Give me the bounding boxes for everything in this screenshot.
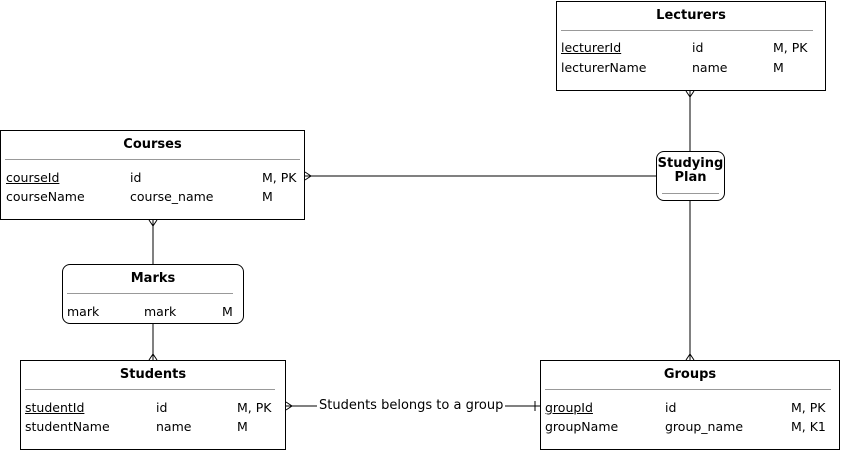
relationship-divider — [662, 193, 719, 194]
attribute-name: studentName — [25, 419, 110, 434]
entity-title: Groups — [663, 367, 717, 382]
attribute-flags: M — [237, 419, 248, 434]
column-name: course_name — [130, 189, 214, 204]
crowfoot-students-top — [148, 353, 158, 361]
attribute-flags: M — [262, 189, 273, 204]
attribute-name: lecturerName — [561, 60, 647, 75]
entity-title: Lecturers — [656, 8, 726, 23]
crowfoot-groups-top — [685, 353, 695, 361]
attribute-flags: M, PK — [773, 40, 808, 55]
column-name: name — [692, 60, 728, 75]
attribute-flags: M, K1 — [791, 419, 826, 434]
attribute-name: courseName — [6, 189, 85, 204]
entity-students[interactable]: Students studentId id M, PK studentName … — [20, 360, 286, 450]
column-name: id — [156, 400, 168, 415]
attribute-row: mark mark M — [63, 304, 243, 320]
entity-groups[interactable]: Groups groupId id M, PK groupName group_… — [540, 360, 840, 450]
entity-title: Courses — [123, 137, 182, 152]
attribute-name: groupId — [545, 400, 593, 415]
attribute-row: groupId id M, PK — [541, 400, 839, 416]
entity-divider — [5, 159, 300, 160]
attribute-flags: M, PK — [237, 400, 272, 415]
entity-divider — [561, 30, 813, 31]
attribute-row: lecturerName name M — [557, 60, 825, 76]
crowfoot-courses-bottom — [148, 219, 158, 227]
entity-divider — [67, 293, 233, 294]
attribute-name: courseId — [6, 170, 60, 185]
attribute-name: mark — [67, 304, 100, 319]
column-name: id — [665, 400, 677, 415]
attribute-row: groupName group_name M, K1 — [541, 419, 839, 435]
relationship-title-line2: Plan — [674, 170, 707, 185]
relationship-label-students-groups: Students belongs to a group — [317, 398, 506, 414]
attribute-name: groupName — [545, 419, 619, 434]
attribute-row: courseName course_name M — [1, 189, 304, 205]
entity-marks[interactable]: Marks mark mark M — [62, 264, 244, 324]
attribute-row: studentName name M — [21, 419, 285, 435]
entity-title: Marks — [130, 271, 176, 286]
attribute-flags: M, PK — [262, 170, 297, 185]
crowfoot-students-right — [285, 401, 293, 411]
entity-divider — [25, 389, 275, 390]
attribute-name: studentId — [25, 400, 85, 415]
attribute-flags: M — [773, 60, 784, 75]
entity-title: Students — [119, 367, 187, 382]
column-name: id — [130, 170, 142, 185]
relationship-studying-plan[interactable]: Studying Plan — [656, 151, 725, 201]
attribute-name: lecturerId — [561, 40, 622, 55]
attribute-row: courseId id M, PK — [1, 170, 304, 186]
column-name: group_name — [665, 419, 744, 434]
crowfoot-courses-right — [304, 171, 312, 181]
relationship-title-line1: Studying — [657, 156, 724, 171]
column-name: name — [156, 419, 192, 434]
attribute-flags: M — [222, 304, 233, 319]
attribute-flags: M, PK — [791, 400, 826, 415]
entity-lecturers[interactable]: Lecturers lecturerId id M, PK lecturerNa… — [556, 1, 826, 91]
attribute-row: studentId id M, PK — [21, 400, 285, 416]
column-name: id — [692, 40, 704, 55]
entity-courses[interactable]: Courses courseId id M, PK courseName cou… — [0, 130, 305, 220]
entity-divider — [545, 389, 831, 390]
crowfoot-lecturers — [685, 90, 695, 98]
column-name: mark — [144, 304, 177, 319]
attribute-row: lecturerId id M, PK — [557, 40, 825, 56]
